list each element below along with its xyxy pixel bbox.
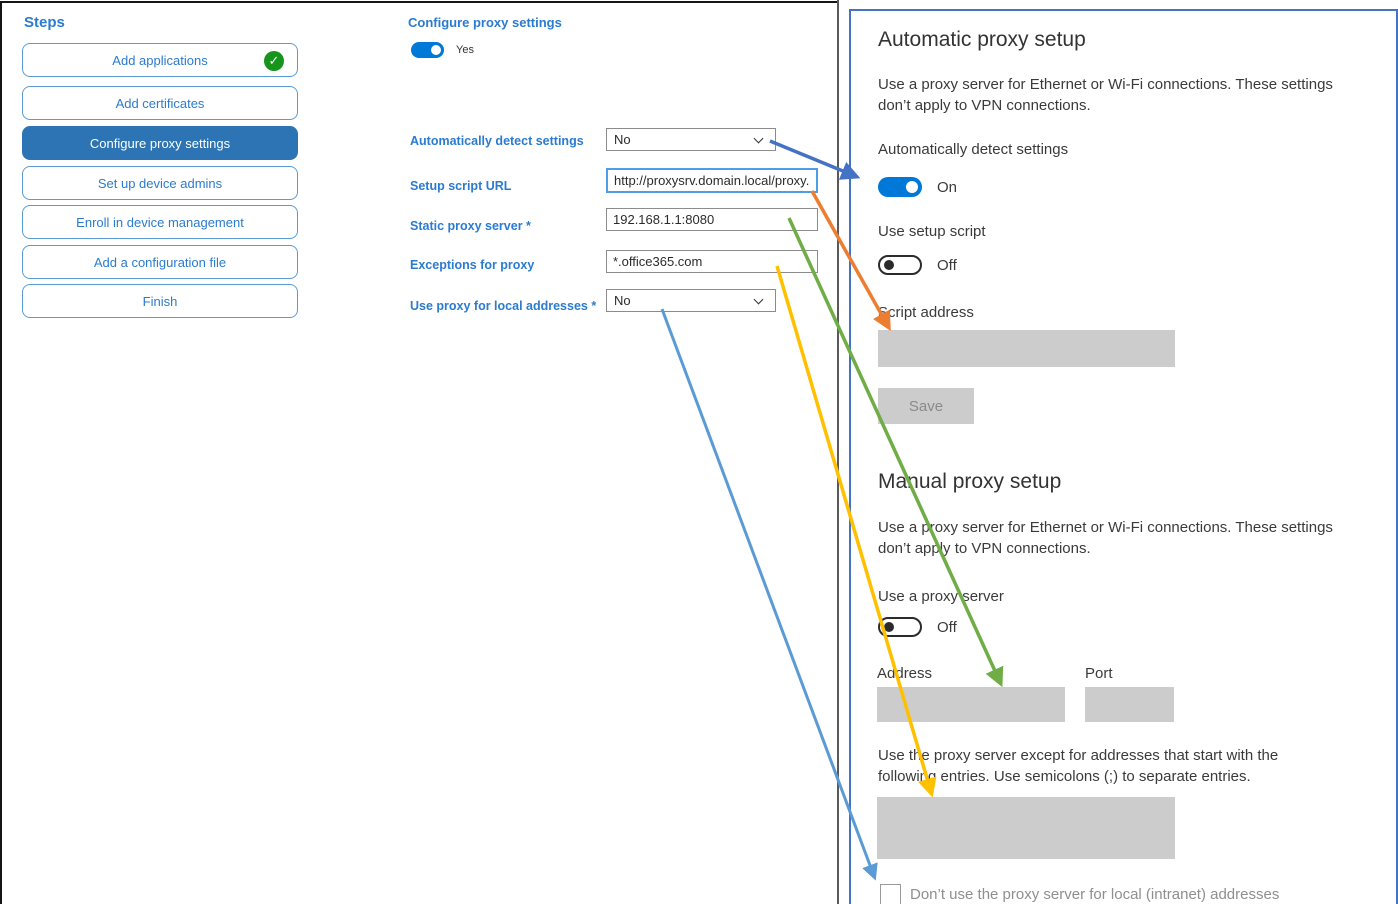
use-setup-script-toggle[interactable] xyxy=(878,255,922,275)
step-label: Enroll in device management xyxy=(76,214,244,230)
step-label: Finish xyxy=(142,293,178,309)
windows-proxy-settings-panel: Automatic proxy setup Use a proxy server… xyxy=(849,9,1398,904)
step-enroll-in-device-management[interactable]: Enroll in device management xyxy=(22,205,298,239)
chevron-down-icon xyxy=(753,133,764,144)
automatically-detect-settings-toggle[interactable] xyxy=(878,177,922,197)
field-label-use-proxy-for-local-addresses: Use proxy for local addresses * xyxy=(410,299,597,313)
manual-proxy-setup-heading: Manual proxy setup xyxy=(878,470,1062,493)
panel-title: Configure proxy settings xyxy=(408,15,562,30)
proxy-exceptions-textarea xyxy=(877,797,1175,859)
port-input xyxy=(1085,687,1174,722)
toggle-state-off: Off xyxy=(937,257,957,274)
toggle-knob xyxy=(431,45,441,55)
automatically-detect-settings-select[interactable]: No xyxy=(606,128,776,151)
proxy-exceptions-note: Use the proxy server except for addresse… xyxy=(878,747,1279,785)
toggle-state-off: Off xyxy=(937,619,957,636)
step-configure-proxy-settings[interactable]: Configure proxy settings xyxy=(22,126,298,160)
step-add-a-configuration-file[interactable]: Add a configuration file xyxy=(22,245,298,279)
port-label: Port xyxy=(1085,665,1113,682)
select-value: No xyxy=(614,132,631,147)
toggle-knob xyxy=(906,181,918,193)
configure-proxy-toggle[interactable] xyxy=(411,42,444,58)
select-value: No xyxy=(614,293,631,308)
step-label: Set up device admins xyxy=(97,175,223,191)
frame-left-line xyxy=(0,1,2,904)
step-set-up-device-admins[interactable]: Set up device admins xyxy=(22,166,298,200)
step-label: Add applications xyxy=(112,52,208,68)
steps-title: Steps xyxy=(24,14,65,31)
step-label: Add a configuration file xyxy=(93,254,227,270)
save-button[interactable]: Save xyxy=(878,388,974,424)
local-addresses-checkbox[interactable] xyxy=(880,884,901,904)
field-label-exceptions-for-proxy: Exceptions for proxy xyxy=(410,258,535,272)
manual-proxy-description: Use a proxy server for Ethernet or Wi-Fi… xyxy=(878,519,1333,557)
use-setup-script-label: Use setup script xyxy=(878,223,986,240)
check-circle-icon: ✓ xyxy=(264,51,284,71)
toggle-knob xyxy=(884,260,894,270)
toggle-state-label: Yes xyxy=(456,44,474,56)
frame-top-line xyxy=(0,1,837,3)
local-addresses-checkbox-label: Don’t use the proxy server for local (in… xyxy=(910,886,1280,903)
automatic-proxy-setup-heading: Automatic proxy setup xyxy=(878,28,1086,51)
step-finish[interactable]: Finish xyxy=(22,284,298,318)
exceptions-for-proxy-input[interactable] xyxy=(606,250,818,273)
setup-script-url-input[interactable] xyxy=(606,168,818,193)
configure-proxy-panel: Configure proxy settings Yes Automatical… xyxy=(408,15,828,875)
step-add-applications[interactable]: Add applications ✓ xyxy=(22,43,298,77)
use-a-proxy-server-toggle[interactable] xyxy=(878,617,922,637)
use-a-proxy-server-label: Use a proxy server xyxy=(878,588,1004,605)
step-add-certificates[interactable]: Add certificates xyxy=(22,86,298,120)
field-label-setup-script-url: Setup script URL xyxy=(410,179,512,193)
static-proxy-server-input[interactable] xyxy=(606,208,818,231)
chevron-down-icon xyxy=(753,294,764,305)
script-address-label: Script address xyxy=(878,304,974,321)
field-label-static-proxy-server: Static proxy server * xyxy=(410,219,531,233)
step-label: Add certificates xyxy=(115,95,205,111)
toggle-knob xyxy=(884,622,894,632)
step-label: Configure proxy settings xyxy=(89,135,231,151)
toggle-state-on: On xyxy=(937,179,958,196)
automatic-proxy-description: Use a proxy server for Ethernet or Wi-Fi… xyxy=(878,76,1333,114)
use-proxy-for-local-addresses-select[interactable]: No xyxy=(606,289,776,312)
field-label-automatically-detect-settings: Automatically detect settings xyxy=(410,134,584,148)
address-input xyxy=(877,687,1065,722)
script-address-input xyxy=(878,330,1175,367)
automatically-detect-settings-label: Automatically detect settings xyxy=(878,141,1069,158)
address-label: Address xyxy=(877,665,933,682)
vertical-divider xyxy=(837,0,839,904)
